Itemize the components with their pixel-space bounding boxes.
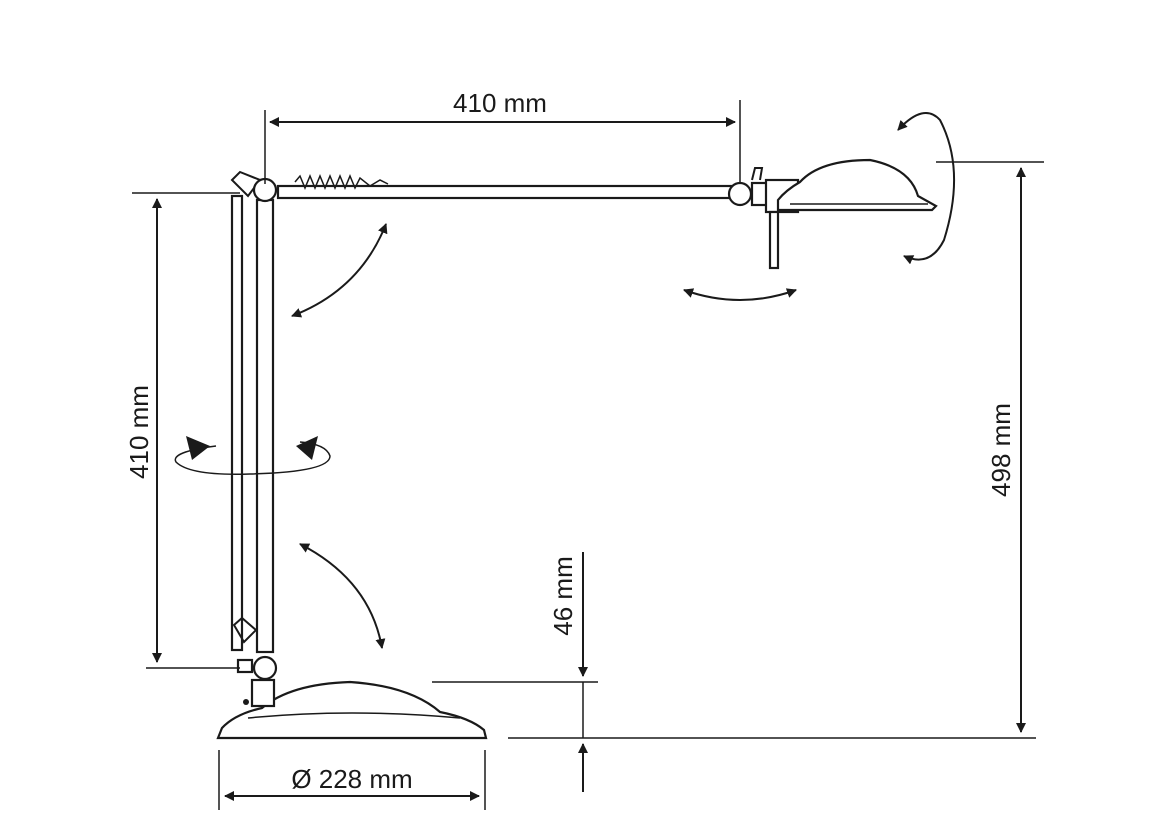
lamp-head	[764, 158, 938, 270]
lower-arm-tilt-arrow-icon	[299, 543, 386, 649]
lamp-vertical-arm	[230, 170, 278, 705]
dimension-top-arm: 410 mm	[264, 88, 741, 184]
base-diameter-label: Ø 228 mm	[291, 764, 412, 794]
top-arm-label: 410 mm	[453, 88, 547, 118]
dimension-base-diameter: Ø 228 mm	[218, 750, 486, 810]
lamp-horizontal-arm	[276, 167, 770, 207]
total-height-label: 498 mm	[986, 403, 1016, 497]
vertical-arm-label: 410 mm	[124, 385, 154, 479]
lamp-base	[216, 678, 488, 740]
head-swivel-arrow-icon	[683, 288, 797, 301]
rotation-arrows	[174, 111, 956, 649]
head-rotation-arrow-icon	[897, 111, 956, 265]
lower-joint-icon	[252, 655, 278, 681]
dimension-total-height: 498 mm	[508, 161, 1044, 739]
spring-icon	[294, 174, 389, 190]
head-joint-icon	[727, 181, 753, 207]
base-rotation-ellipse-icon	[174, 441, 331, 475]
upper-arm-tilt-arrow-icon	[291, 223, 388, 318]
dimension-base-height: 46 mm	[432, 552, 598, 792]
dimension-vertical-arm: 410 mm	[124, 192, 240, 669]
base-height-label: 46 mm	[548, 556, 578, 635]
